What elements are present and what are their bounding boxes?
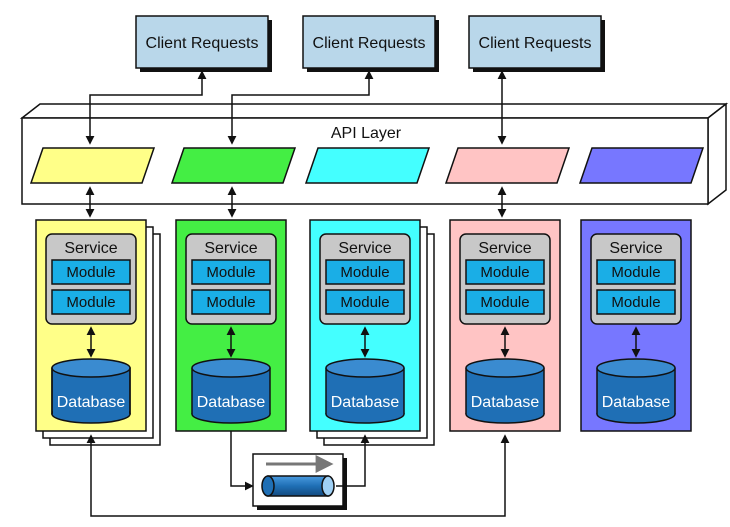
- database-label-1: Database: [57, 394, 126, 411]
- database-icon-1: [51, 358, 131, 424]
- module-box-2a: [191, 259, 271, 285]
- module-label-2b: Module: [206, 294, 255, 311]
- api-layer-title: API Layer: [331, 125, 402, 142]
- database-icon-4: [465, 358, 545, 424]
- module-box-5a: [596, 259, 676, 285]
- service-title-5: Service: [609, 240, 662, 257]
- module-label-1b: Module: [66, 294, 115, 311]
- api-endpoint-cyan: [304, 147, 431, 184]
- api-endpoint-pink: [444, 147, 571, 184]
- database-1-sides: [51, 368, 131, 414]
- module-box-3a: [325, 259, 405, 285]
- module-label-3a: Module: [340, 264, 389, 281]
- module-box-1a: [51, 259, 131, 285]
- queue-pipe-icon: [261, 475, 335, 497]
- service-column-5: Service Module Module Database: [580, 219, 692, 432]
- module-box-1b: [51, 289, 131, 315]
- service-column-3: Service Module Module Database: [309, 219, 435, 446]
- module-box-4a: [465, 259, 545, 285]
- message-queue-box: [252, 453, 347, 510]
- client-request-label-2: Client Requests: [313, 35, 426, 52]
- module-label-5b: Module: [611, 294, 660, 311]
- client-request-label-1: Client Requests: [146, 35, 259, 52]
- service-title-3: Service: [338, 240, 391, 257]
- database-label-2: Database: [197, 394, 266, 411]
- database-label-3: Database: [331, 394, 400, 411]
- module-box-2b: [191, 289, 271, 315]
- api-endpoint-green: [170, 147, 297, 184]
- database-icon-3: [325, 358, 405, 424]
- client-connectors: [85, 70, 507, 145]
- database-label-4: Database: [471, 394, 540, 411]
- api-service-connectors: [85, 186, 507, 218]
- module-box-4b: [465, 289, 545, 315]
- bottom-connector: [86, 434, 510, 517]
- api-endpoint-yellow: [29, 147, 156, 184]
- database-icon-5: [596, 358, 676, 424]
- client-request-box-1: Client Requests: [135, 15, 272, 72]
- module-label-2a: Module: [206, 264, 255, 281]
- queue-connectors: [230, 431, 370, 491]
- database-label-5: Database: [602, 394, 671, 411]
- module-box-3b: [325, 289, 405, 315]
- client-request-box-3: Client Requests: [468, 15, 605, 72]
- module-box-5b: [596, 289, 676, 315]
- service-title-2: Service: [204, 240, 257, 257]
- service-column-1: Service Module Module Database: [35, 219, 161, 446]
- client-request-label-3: Client Requests: [479, 35, 592, 52]
- service-title-1: Service: [64, 240, 117, 257]
- service-title-4: Service: [478, 240, 531, 257]
- module-label-4b: Module: [480, 294, 529, 311]
- module-label-4a: Module: [480, 264, 529, 281]
- service-column-4: Service Module Module Database: [449, 219, 561, 432]
- service-column-2: Service Module Module Database: [175, 219, 287, 432]
- database-icon-2: [191, 358, 271, 424]
- module-label-3b: Module: [340, 294, 389, 311]
- client-request-box-2: Client Requests: [302, 15, 439, 72]
- api-endpoint-blue: [578, 147, 705, 184]
- module-label-5a: Module: [611, 264, 660, 281]
- module-label-1a: Module: [66, 264, 115, 281]
